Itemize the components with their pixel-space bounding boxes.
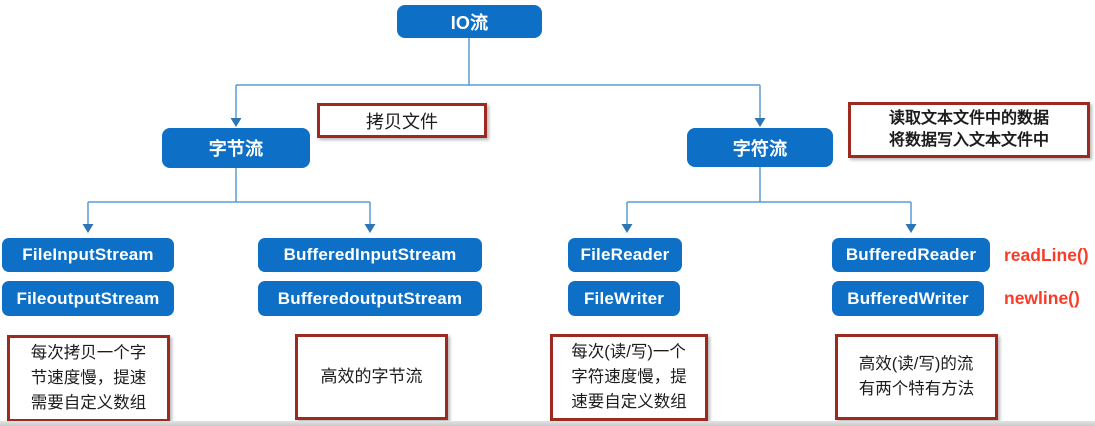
node-file-writer: FileWriter [568, 281, 680, 316]
node-file-output-stream: FileoutputStream [2, 281, 174, 316]
method-readline-label: readLine() [1004, 245, 1089, 265]
note-char-stream-slow: 每次(读/写)一个 字符速度慢，提 速要自定义数组 [550, 334, 708, 421]
note-char-stream-usage: 读取文本文件中的数据 将数据写入文本文件中 [848, 102, 1090, 158]
note-byte-stream-slow: 每次拷贝一个字 节速度慢，提速 需要自定义数组 [7, 335, 170, 422]
node-buffered-reader: BufferedReader [832, 238, 990, 272]
node-io-stream: IO流 [397, 5, 542, 38]
node-buffered-output-stream: BufferedoutputStream [258, 281, 482, 316]
node-buffered-input-stream: BufferedInputStream [258, 238, 482, 272]
note-efficient-char-stream: 高效(读/写)的流 有两个特有方法 [835, 334, 998, 420]
node-buffered-writer: BufferedWriter [832, 281, 984, 316]
node-char-stream: 字符流 [687, 128, 833, 167]
note-efficient-byte-stream: 高效的字节流 [295, 334, 448, 420]
method-newline-label: newline() [1004, 288, 1080, 308]
node-byte-stream: 字节流 [162, 128, 310, 168]
node-file-input-stream: FileInputStream [2, 238, 174, 272]
node-file-reader: FileReader [568, 238, 682, 272]
note-copy-file: 拷贝文件 [317, 103, 487, 138]
bottom-edge-band [0, 421, 1095, 426]
arrowheads [82, 118, 917, 233]
